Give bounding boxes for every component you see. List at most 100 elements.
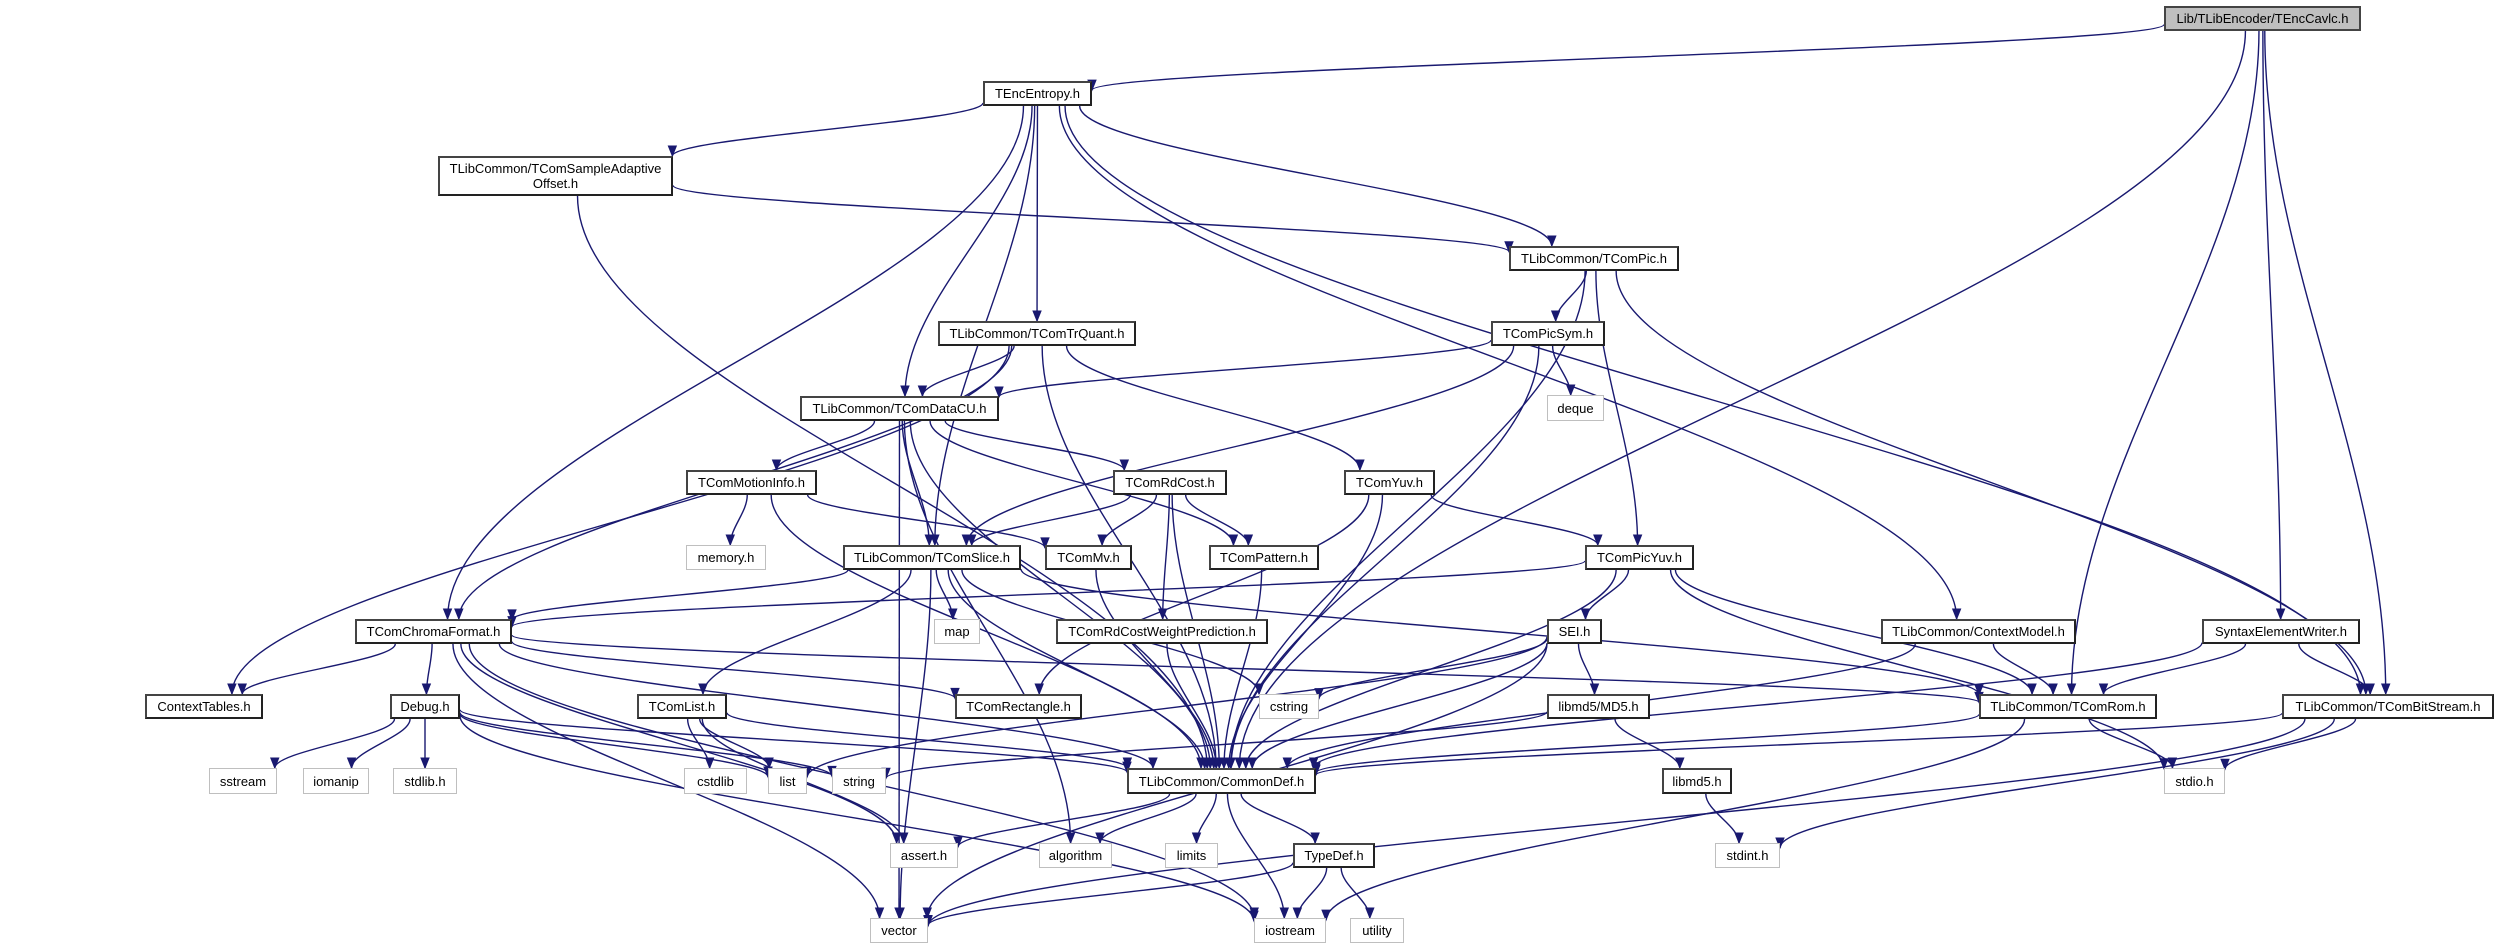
arrowhead-icon — [922, 907, 932, 920]
node-tcom-mv[interactable]: TComMv.h — [1045, 545, 1132, 570]
node-label: stdio.h — [2175, 773, 2214, 789]
node-tcom-slice[interactable]: TLibCommon/TComSlice.h — [843, 545, 1021, 570]
edge-tcom-rom-to-stdio — [2088, 718, 2174, 769]
node-tcom-chroma-format[interactable]: TComChromaFormat.h — [355, 619, 512, 644]
node-sei[interactable]: SEI.h — [1547, 619, 1602, 644]
node-sao[interactable]: TLibCommon/TComSampleAdaptive Offset.h — [438, 156, 673, 196]
edge-tenc-entropy-to-tcom-chroma-format — [446, 105, 1025, 620]
arrowhead-icon — [667, 145, 678, 158]
arrowhead-icon — [2048, 683, 2058, 696]
arrowhead-icon — [1565, 384, 1576, 397]
node-tcom-pic-sym[interactable]: TComPicSym.h — [1491, 321, 1605, 346]
node-label: TComRectangle.h — [966, 699, 1071, 714]
node-tcom-rectangle[interactable]: TComRectangle.h — [955, 694, 1082, 719]
node-label: stdint.h — [1726, 848, 1769, 863]
edge-syntax-element-writer-to-tcom-rom — [2102, 643, 2247, 695]
arrowhead-icon — [900, 385, 910, 398]
edge-tcom-chroma-format-to-tcom-rom — [511, 634, 1980, 704]
node-context-tables[interactable]: ContextTables.h — [145, 694, 263, 719]
edge-tcom-bit-stream-to-stdint — [1779, 718, 2335, 849]
edge-tcom-bit-stream-to-stdio — [2224, 718, 2357, 770]
node-tcom-pattern[interactable]: TComPattern.h — [1209, 545, 1319, 570]
edge-tcom-rd-cost-wp-to-common-def — [1166, 643, 1218, 769]
arrowhead-icon — [1355, 459, 1365, 472]
arrowhead-icon — [1199, 757, 1210, 770]
edge-tcom-tr-quant-to-tcom-yuv — [1065, 345, 1361, 471]
edge-type-def-to-utility — [1340, 867, 1371, 919]
arrowhead-icon — [2098, 683, 2109, 696]
edge-tcom-data-cu-to-tcom-slice — [901, 420, 930, 546]
node-sstream: sstream — [209, 768, 277, 794]
node-context-model[interactable]: TLibCommon/ContextModel.h — [1881, 619, 2076, 644]
node-syntax-element-writer[interactable]: SyntaxElementWriter.h — [2202, 619, 2360, 644]
node-deque: deque — [1547, 395, 1604, 421]
arrowhead-icon — [1241, 757, 1251, 770]
arrowhead-icon — [1310, 832, 1320, 845]
edge-tcom-slice-to-tcom-chroma-format — [511, 569, 849, 621]
edge-common-def-to-assert — [957, 793, 1171, 848]
node-type-def[interactable]: TypeDef.h — [1293, 843, 1375, 868]
edge-tcom-rd-cost-to-tcom-slice — [970, 494, 1132, 546]
node-label: string — [843, 773, 875, 789]
node-tcom-data-cu[interactable]: TLibCommon/TComDataCU.h — [800, 396, 999, 421]
arrowhead-icon — [1550, 310, 1561, 323]
node-tcom-yuv[interactable]: TComYuv.h — [1344, 470, 1435, 495]
node-label: assert.h — [900, 848, 948, 863]
node-label: SyntaxElementWriter.h — [2215, 624, 2347, 639]
arrowhead-icon — [227, 683, 237, 696]
node-map: map — [934, 619, 980, 644]
edge-tcom-slice-to-common-def — [947, 569, 1206, 769]
node-tcom-rom[interactable]: TLibCommon/TComRom.h — [1979, 694, 2157, 719]
edge-tcom-yuv-to-tcom-rectangle — [1038, 494, 1370, 695]
node-libmd5[interactable]: libmd5.h — [1662, 768, 1732, 794]
node-label: TLibCommon/ContextModel.h — [1892, 624, 2065, 639]
node-label: libmd5.h — [1672, 773, 1722, 789]
node-tcom-rd-cost[interactable]: TComRdCost.h — [1113, 470, 1227, 495]
node-tcom-pic-yuv[interactable]: TComPicYuv.h — [1585, 545, 1694, 570]
node-limits: limits — [1165, 843, 1218, 868]
node-tcom-tr-quant[interactable]: TLibCommon/TComTrQuant.h — [938, 321, 1136, 346]
edge-tcom-pic-to-tcom-pic-yuv — [1595, 270, 1639, 546]
edge-tcom-chroma-format-to-context-tables — [241, 643, 396, 695]
arrowhead-icon — [771, 459, 782, 472]
arrowhead-icon — [1148, 757, 1158, 770]
node-tenc-cavlc[interactable]: Lib/TLibEncoder/TEncCavlc.h — [2164, 6, 2361, 31]
node-label: TLibCommon/TComBitStream.h — [2295, 699, 2481, 714]
edge-tcom-rom-to-common-def — [1315, 713, 1980, 774]
node-tcom-motion-info[interactable]: TComMotionInfo.h — [686, 470, 817, 495]
node-algorithm: algorithm — [1039, 843, 1112, 868]
node-string: string — [832, 768, 886, 794]
node-label: stdlib.h — [404, 773, 446, 789]
node-label: TComPicYuv.h — [1596, 550, 1682, 565]
node-label: map — [944, 624, 970, 639]
edge-libmd5-to-stdint — [1705, 793, 1740, 844]
node-tenc-entropy[interactable]: TEncEntropy.h — [983, 81, 1092, 106]
node-iostream: iostream — [1254, 918, 1326, 943]
node-common-def[interactable]: TLibCommon/CommonDef.h — [1127, 768, 1316, 794]
arrowhead-icon — [420, 757, 430, 770]
arrowhead-icon — [1243, 534, 1254, 547]
edge-tcom-mv-to-common-def — [1095, 569, 1215, 769]
node-tcom-bit-stream[interactable]: TLibCommon/TComBitStream.h — [2282, 694, 2494, 719]
node-debug[interactable]: Debug.h — [390, 694, 460, 719]
edge-tcom-data-cu-to-tcom-rd-cost — [944, 420, 1126, 471]
edge-tcom-motion-info-to-common-def — [770, 494, 1202, 769]
arrowhead-icon — [950, 687, 960, 700]
arrowhead-icon — [1254, 683, 1264, 696]
arrowhead-icon — [874, 907, 885, 920]
arrowhead-icon — [1321, 909, 1331, 922]
node-stdlib: stdlib.h — [393, 768, 457, 794]
node-tcom-list[interactable]: TComList.h — [637, 694, 727, 719]
edge-tenc-entropy-to-sao — [671, 102, 984, 157]
node-tcom-rd-cost-wp[interactable]: TComRdCostWeightPrediction.h — [1056, 619, 1268, 644]
node-label: libmd5/MD5.h — [1558, 699, 1639, 714]
edge-tcom-chroma-format-to-common-def — [498, 643, 1154, 769]
node-md5[interactable]: libmd5/MD5.h — [1547, 694, 1650, 719]
arrowhead-icon — [1951, 608, 1962, 621]
edge-tcom-slice-to-tcom-list — [702, 569, 912, 695]
node-tcom-pic[interactable]: TLibCommon/TComPic.h — [1509, 246, 1679, 271]
arrowhead-icon — [2027, 683, 2037, 696]
arrowhead-icon — [1191, 832, 1202, 845]
node-label: TLibCommon/TComTrQuant.h — [949, 326, 1125, 341]
arrowhead-icon — [1775, 837, 1785, 850]
